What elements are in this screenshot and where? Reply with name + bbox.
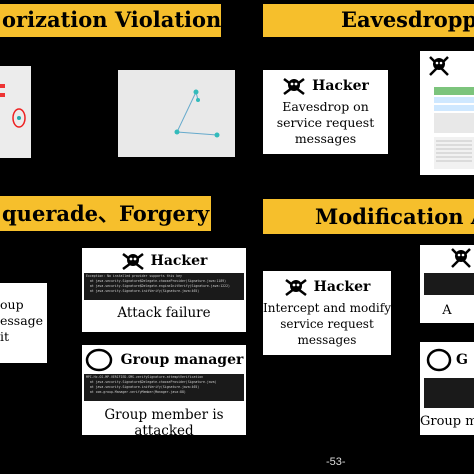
eavesdrop-line-1: Eavesdrop on: [282, 99, 369, 114]
eavesdrop-line-2: service request: [276, 115, 375, 130]
group-manager-circle-icon: [426, 348, 452, 372]
group-manager-header: G: [426, 348, 468, 372]
skull-crossbones-icon: [121, 253, 144, 270]
group-message-card-cropped: oup essage it: [0, 283, 47, 363]
group-log-terminal: MPI-Hc-GS-MP-VERIFIED-SMS-verifySignatur…: [84, 374, 244, 401]
eavesdrop-hacker-card: Hacker Eavesdrop on service request mess…: [263, 70, 388, 154]
attack-failure-text: Attack failure: [117, 305, 211, 321]
packet-capture-view: [420, 51, 474, 175]
log-filler: at java.security.Signature$Delegate.engi…: [86, 284, 230, 288]
modification-attack-title: Modification At: [315, 204, 474, 229]
eavesdropping-title: Eavesdropping: [341, 7, 474, 32]
modification-group-log-terminal: [424, 378, 474, 408]
modification-group-card-cropped: G Group m: [420, 342, 474, 435]
group-manager-label: Group manager: [120, 352, 244, 368]
modification-log-terminal: [424, 273, 474, 295]
hacker-label: Hacker: [312, 78, 369, 94]
cropped-group-text: Group m: [420, 414, 474, 429]
skull-crossbones-icon: [451, 248, 471, 268]
group-member-attacked-text: Group member is attacked: [104, 407, 224, 435]
network-graph-photo-right: [118, 70, 235, 157]
modification-line-1: Intercept and modify: [263, 301, 391, 315]
modification-line-3: messages: [297, 333, 357, 347]
modification-hacker-card: Hacker Intercept and modify service requ…: [263, 271, 391, 355]
cropped-group-label: G: [456, 352, 468, 368]
page-number: -53-: [326, 456, 346, 468]
masquerade-hacker-card: Hacker Exception: No installed provider …: [82, 248, 246, 332]
eavesdropping-banner: Eavesdropping: [263, 4, 474, 37]
log-filler: at java.security.Signature.initVerify(Si…: [86, 385, 200, 389]
masquerade-forgery-title: querade、Forgery: [2, 201, 210, 226]
eavesdrop-line-3: messages: [294, 131, 357, 146]
group-manager-card: Group manager MPI-Hc-GS-MP-VERIFIED-SMS-…: [82, 345, 246, 435]
log-filler: at java.security.Signature$Delegate.choo…: [86, 279, 227, 283]
cropped-line-2: essage: [0, 313, 44, 328]
masquerade-forgery-banner: querade、Forgery: [0, 196, 211, 231]
cropped-line-1: oup: [0, 297, 24, 312]
hacker-header: Hacker: [263, 76, 388, 96]
cropped-line-3: it: [0, 329, 10, 344]
graph-node-highlight: [0, 66, 31, 158]
network-graph-diagram: [118, 70, 235, 157]
hacker-label: Hacker: [313, 279, 371, 295]
skull-crossbones-icon: [284, 279, 307, 296]
packet-capture-screenshot: [420, 51, 474, 175]
exception-log-terminal: Exception: No installed provider support…: [84, 273, 244, 300]
log-filler: at java.security.Signature$Delegate.choo…: [86, 380, 217, 384]
authorization-violation-title: orization Violation: [2, 7, 221, 32]
hacker-label: Hacker: [150, 253, 208, 269]
hacker-header: Hacker: [263, 277, 391, 297]
log-filler: at java.security.Signature.initVerify(Si…: [86, 289, 200, 293]
cropped-attack-text: A: [442, 303, 452, 318]
exception-log-line: Exception: No installed provider support…: [86, 274, 182, 278]
hacker-header: Hacker: [84, 251, 244, 271]
modification-result-card-cropped: A: [420, 245, 474, 323]
group-manager-header: Group manager: [84, 348, 244, 372]
skull-crossbones-icon: [283, 78, 305, 95]
authorization-violation-banner: orization Violation: [0, 4, 221, 37]
log-filler: MPI-Hc-GS-MP-VERIFIED-SMS-verifySignatur…: [86, 375, 204, 379]
log-filler: at com.group.Manager.verifyMember(Manage…: [86, 390, 186, 394]
modification-line-2: service request: [280, 317, 374, 331]
network-graph-photo-left: [0, 66, 31, 158]
group-manager-circle-icon: [85, 348, 112, 372]
modification-attack-banner: Modification At: [263, 199, 474, 234]
